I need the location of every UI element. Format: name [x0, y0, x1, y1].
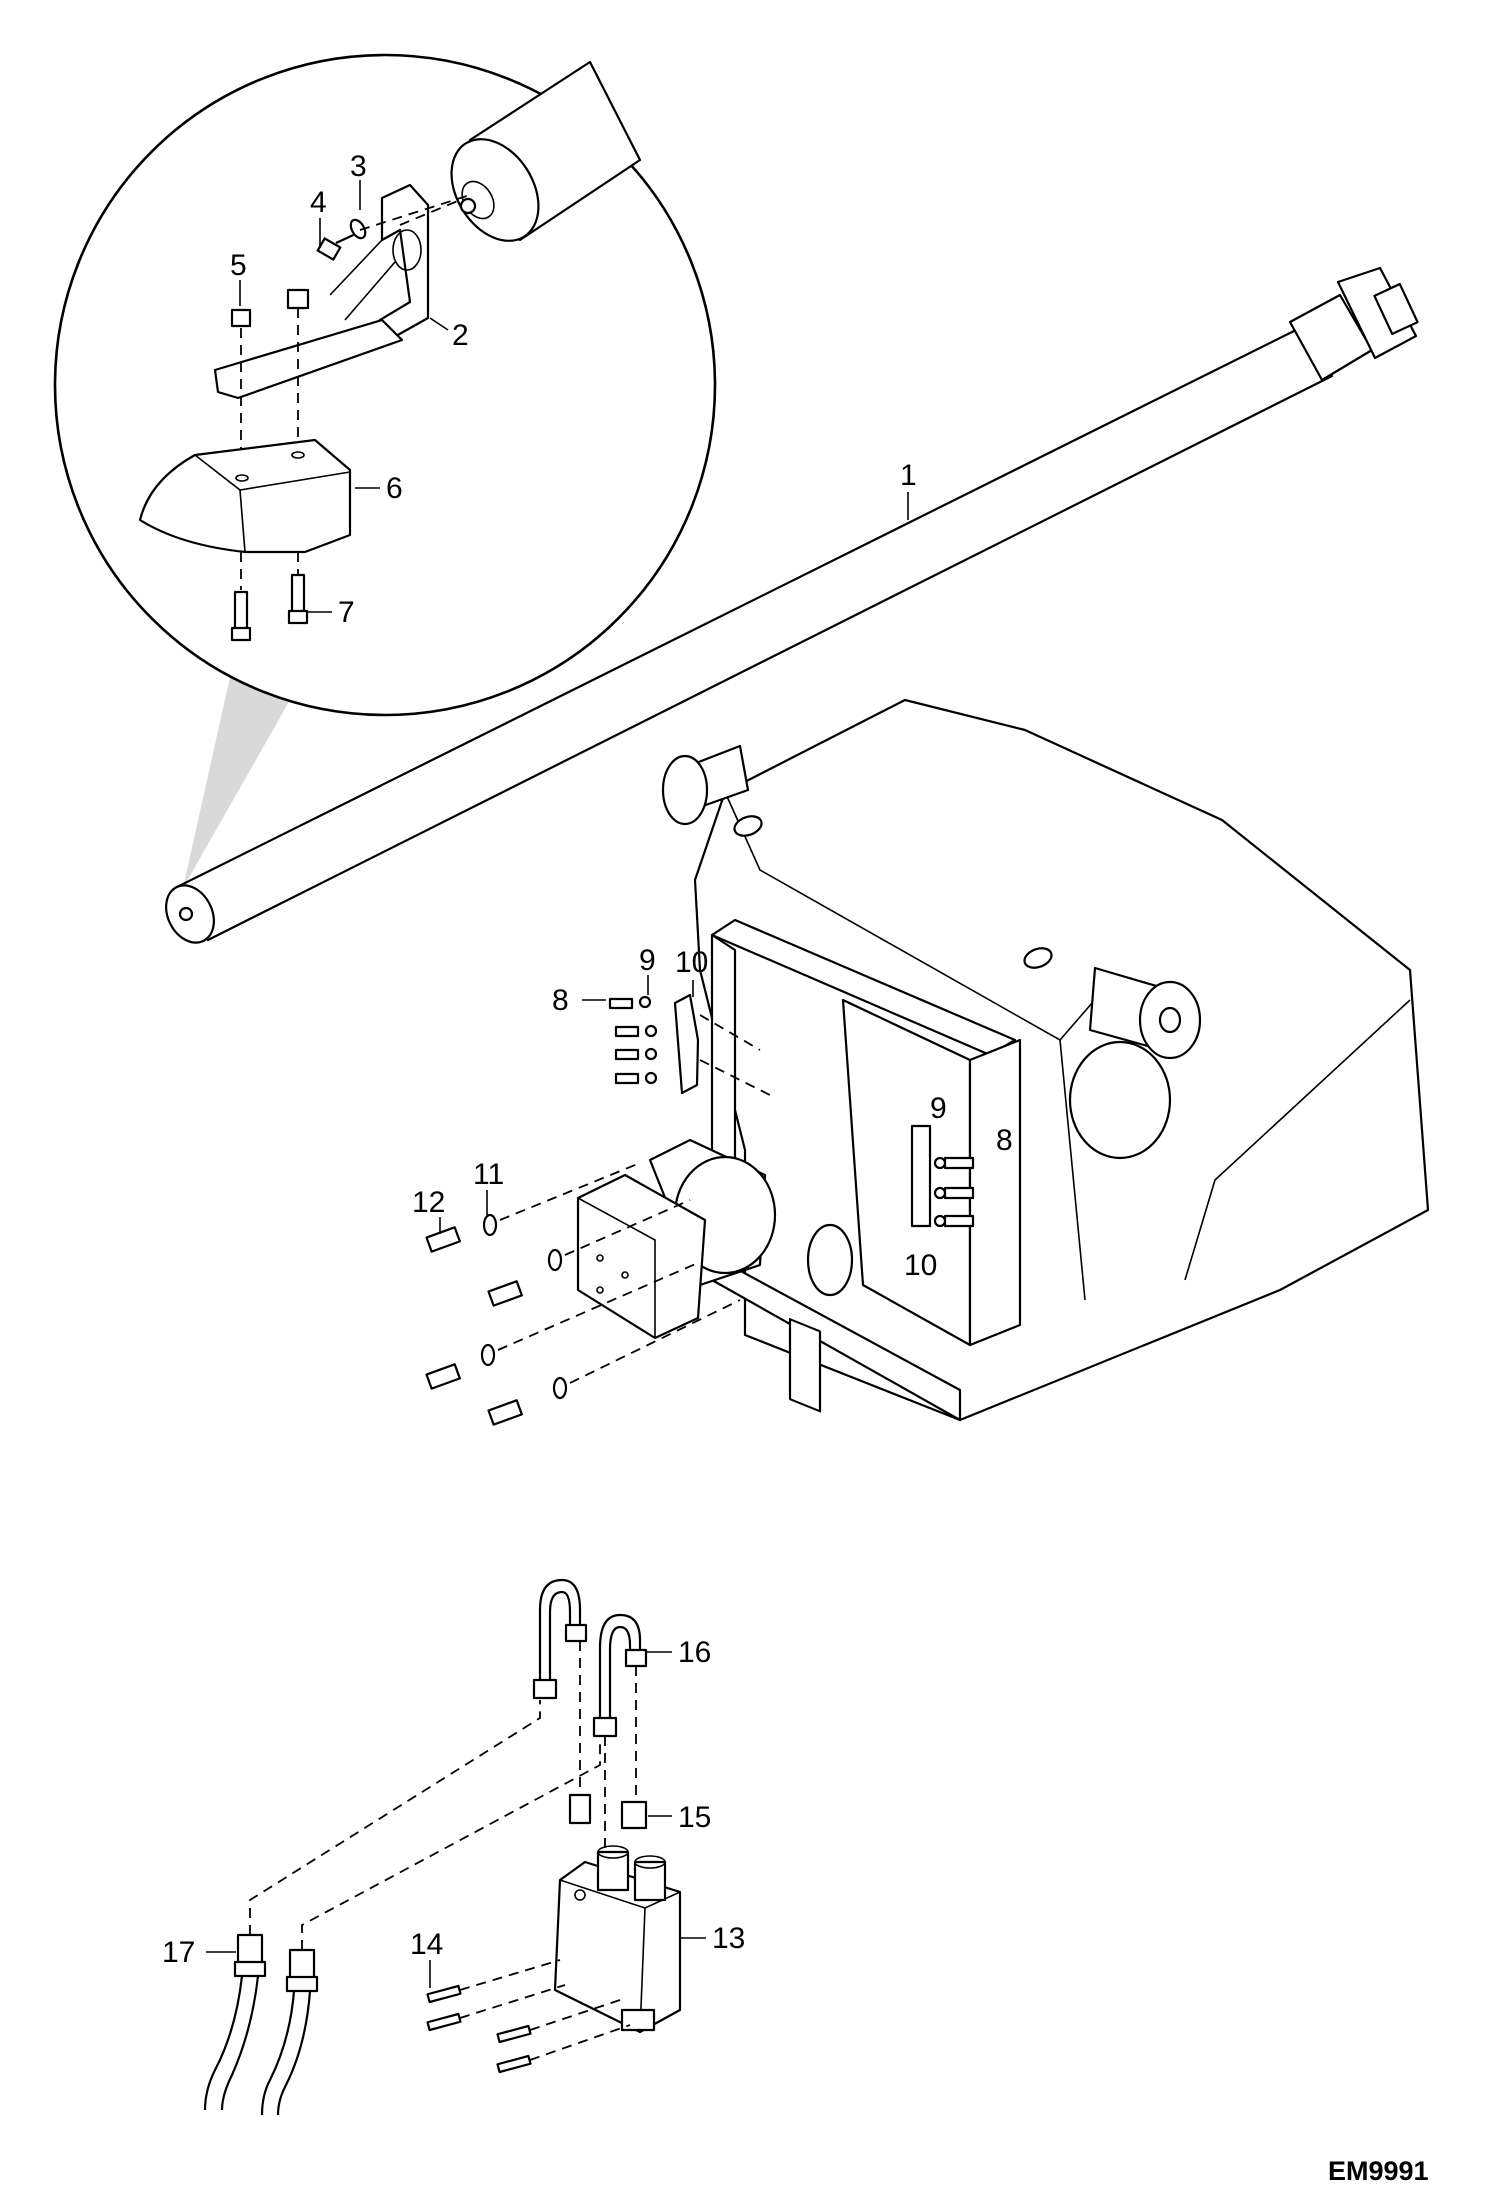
callout-2: 2 [452, 319, 469, 352]
callout-14: 14 [410, 1928, 443, 1961]
callout-13: 13 [712, 1922, 745, 1955]
callout-7: 7 [338, 596, 355, 629]
detail-magnifier [53, 53, 717, 888]
fittings-part-15 [568, 1793, 648, 1830]
valve-part-13 [553, 1845, 682, 2034]
washer-part-3 [349, 218, 367, 240]
callout-9-left: 9 [639, 944, 656, 977]
bracket-part-2 [213, 183, 430, 400]
callout-11: 11 [473, 1158, 504, 1191]
boom-frame [661, 698, 1430, 1422]
pad-part-6 [138, 438, 352, 554]
cylinder-part-1 [165, 266, 1419, 944]
capscrews-part-12 [425, 1226, 523, 1426]
bolts-part-14 [426, 1984, 532, 2074]
bolt-part-7 [230, 573, 309, 642]
callout-12: 12 [412, 1186, 445, 1219]
callout-16: 16 [678, 1636, 711, 1669]
callout-10-left: 10 [675, 946, 708, 979]
callout-8-left: 8 [552, 984, 569, 1017]
washers-part-9-left [638, 995, 658, 1085]
callout-6: 6 [386, 472, 403, 505]
valve-block [576, 1138, 777, 1340]
detail-cylinder-end [450, 60, 642, 242]
washers-part-9-right [933, 1156, 947, 1228]
callout-1: 1 [900, 459, 917, 492]
callout-17: 17 [162, 1936, 195, 1969]
nut-part-5 [230, 288, 310, 328]
callouts: 1 2 3 4 5 6 7 8 9 10 9 8 10 11 12 13 14 … [162, 150, 1013, 1969]
callout-4: 4 [310, 186, 327, 219]
strip-part-10-right [910, 1124, 932, 1228]
leader-lines [206, 180, 909, 1988]
callout-5: 5 [230, 249, 247, 282]
callout-9-right: 9 [930, 1092, 947, 1125]
drawing-reference-code: EM9991 [1328, 2156, 1429, 2186]
callout-15: 15 [678, 1801, 711, 1834]
washers-part-11 [480, 1213, 568, 1400]
tubes-part-16 [532, 1578, 648, 1738]
callout-10-right: 10 [904, 1249, 937, 1282]
screws-part-8-right [943, 1156, 975, 1228]
hoses-part-17 [203, 1933, 319, 2116]
callout-8-right: 8 [996, 1124, 1013, 1157]
screws-part-8-left [608, 997, 640, 1085]
strip-part-10-left [673, 993, 700, 1095]
callout-3: 3 [350, 150, 367, 183]
